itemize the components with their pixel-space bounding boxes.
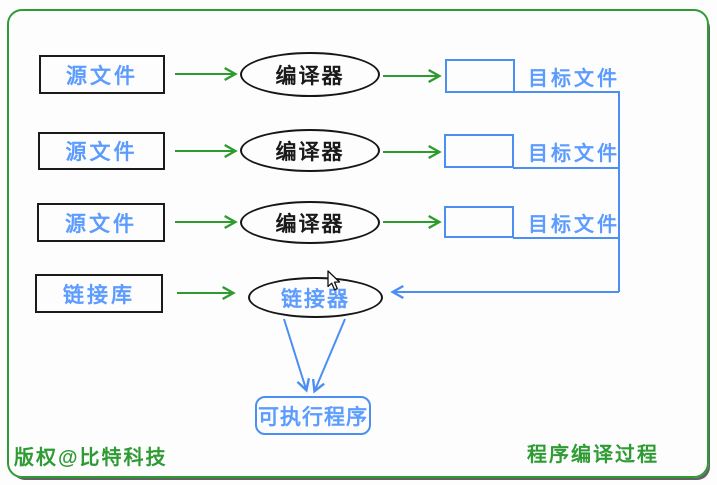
object-file-label-1: 目标文件 <box>528 67 620 90</box>
compiler-ellipse-2: 编译器 <box>240 129 380 172</box>
diagram-border <box>7 9 709 478</box>
title-caption: 程序编译过程 <box>527 444 659 466</box>
object-file-box-3 <box>444 206 514 238</box>
source-file-box-3: 源文件 <box>37 203 165 242</box>
link-library-label: 链接库 <box>63 283 135 307</box>
compiler-label-3: 编译器 <box>275 212 345 236</box>
source-file-label-2: 源文件 <box>65 141 138 164</box>
executable-box: 可执行程序 <box>255 396 371 435</box>
compiler-label-1: 编译器 <box>275 64 345 88</box>
link-library-box: 链接库 <box>35 274 163 313</box>
linker-label: 链接器 <box>281 287 350 311</box>
linker-ellipse: 链接器 <box>248 277 383 318</box>
object-file-label-2: 目标文件 <box>528 142 620 165</box>
compiler-ellipse-1: 编译器 <box>240 52 380 97</box>
object-file-label-3: 目标文件 <box>528 213 620 236</box>
source-file-box-1: 源文件 <box>39 55 165 94</box>
executable-label: 可执行程序 <box>258 405 368 429</box>
object-file-box-2 <box>444 134 514 168</box>
compiler-ellipse-3: 编译器 <box>240 201 380 244</box>
copyright-caption: 版权@比特科技 <box>14 447 168 469</box>
source-file-label-1: 源文件 <box>66 64 138 88</box>
object-file-box-1 <box>445 59 515 93</box>
source-file-label-3: 源文件 <box>65 212 137 236</box>
compiler-label-2: 编译器 <box>275 140 345 164</box>
mouse-cursor-icon <box>327 270 341 291</box>
source-file-box-2: 源文件 <box>38 132 165 170</box>
